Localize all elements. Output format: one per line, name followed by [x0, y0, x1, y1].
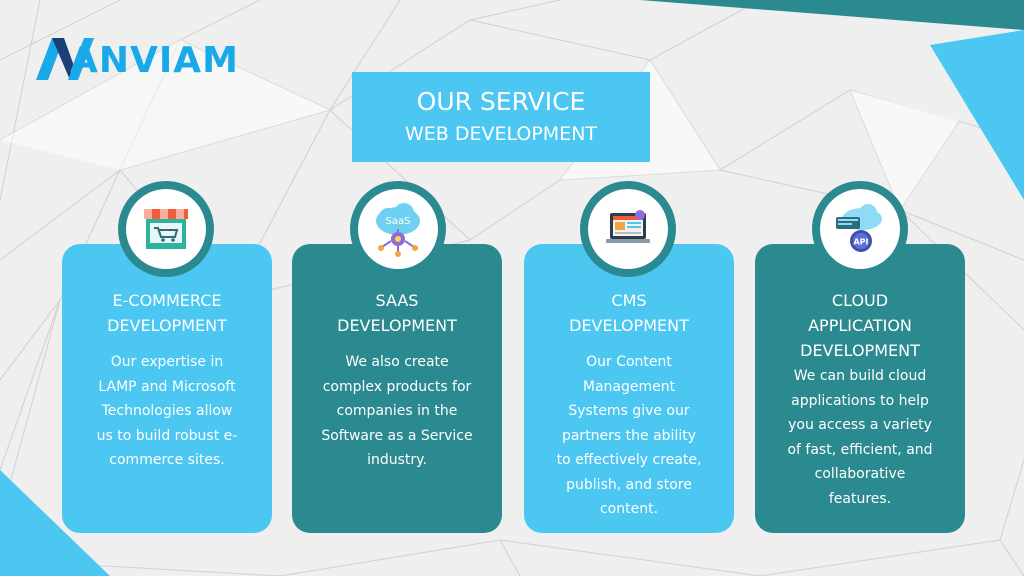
card-description: Our expertise in LAMP and Microsoft Tech…	[96, 354, 238, 468]
card-description: We can build cloud applications to help …	[787, 368, 933, 507]
card-title: SAAS DEVELOPMENT	[337, 291, 457, 335]
service-card-saas: SAAS DEVELOPMENT We also create complex …	[292, 244, 502, 533]
cms-icon-badge	[580, 181, 676, 277]
title-box: OUR SERVICE WEB DEVELOPMENT	[352, 72, 650, 162]
ecommerce-icon-badge	[118, 181, 214, 277]
cloud-icon-badge: API	[812, 181, 908, 277]
saas-icon-badge: SaaS	[350, 181, 446, 277]
page-title: OUR SERVICE	[416, 87, 586, 116]
brand-logo-mark	[36, 38, 94, 80]
brand-logo-text: ANVIAM	[70, 40, 239, 81]
service-card-cms: CMS DEVELOPMENT Our Content Management S…	[524, 244, 734, 533]
card-title: E-COMMERCE DEVELOPMENT	[107, 291, 227, 335]
card-title: CLOUD APPLICATION DEVELOPMENT	[800, 291, 920, 360]
service-card-ecommerce: E-COMMERCE DEVELOPMENT Our expertise in …	[62, 244, 272, 533]
service-card-cloud: CLOUD APPLICATION DEVELOPMENT We can bui…	[755, 244, 965, 533]
card-description: We also create complex products for comp…	[321, 354, 473, 468]
card-title: CMS DEVELOPMENT	[569, 291, 689, 335]
cloud-api-icon: API	[836, 204, 882, 252]
saas-icon-label: SaaS	[386, 216, 411, 227]
page-subtitle: WEB DEVELOPMENT	[404, 123, 598, 145]
api-icon-label: API	[853, 238, 868, 247]
storefront-cart-icon	[144, 209, 188, 249]
cms-laptop-icon	[606, 210, 650, 243]
card-description: Our Content Management Systems give our …	[556, 354, 702, 517]
saas-cloud-icon: SaaS	[376, 203, 420, 257]
